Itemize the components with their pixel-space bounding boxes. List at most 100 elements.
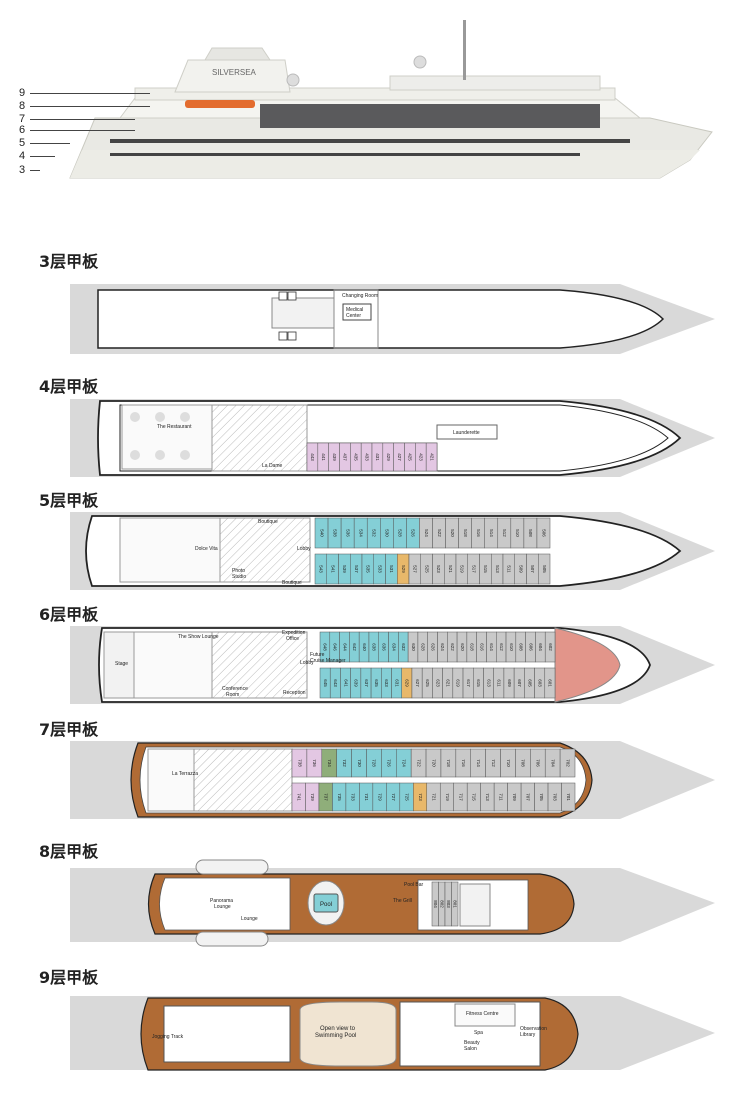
cabin-710[interactable]: 710 bbox=[500, 748, 516, 778]
cabin-433[interactable]: 433 bbox=[360, 442, 373, 472]
cabin-529[interactable]: 529 bbox=[397, 553, 410, 585]
cabin-724[interactable]: 724 bbox=[396, 748, 412, 778]
cabin-637[interactable]: 637 bbox=[360, 667, 372, 699]
cabin-709[interactable]: 709 bbox=[507, 782, 522, 812]
cabin-727[interactable]: 727 bbox=[386, 782, 401, 812]
cabin-509[interactable]: 509 bbox=[514, 553, 527, 585]
cabin-802[interactable]: 802 bbox=[438, 881, 446, 927]
cabin-601[interactable]: 601 bbox=[544, 667, 556, 699]
cabin-513[interactable]: 513 bbox=[491, 553, 504, 585]
cabin-538[interactable]: 538 bbox=[327, 517, 342, 549]
cabin-738[interactable]: 738 bbox=[291, 748, 308, 778]
cabin-520[interactable]: 520 bbox=[445, 517, 459, 549]
cabin-639[interactable]: 639 bbox=[350, 667, 362, 699]
cabin-507[interactable]: 507 bbox=[526, 553, 539, 585]
cabin-636[interactable]: 636 bbox=[378, 631, 389, 663]
cabin-729[interactable]: 729 bbox=[372, 782, 387, 812]
cabin-733[interactable]: 733 bbox=[345, 782, 360, 812]
cabin-635[interactable]: 635 bbox=[370, 667, 382, 699]
cabin-536[interactable]: 536 bbox=[340, 517, 355, 549]
cabin-706[interactable]: 706 bbox=[530, 748, 546, 778]
cabin-521[interactable]: 521 bbox=[444, 553, 457, 585]
cabin-508[interactable]: 508 bbox=[523, 517, 538, 549]
cabin-518[interactable]: 518 bbox=[458, 517, 472, 549]
cabin-530[interactable]: 530 bbox=[380, 517, 394, 549]
cabin-614[interactable]: 614 bbox=[486, 631, 497, 663]
cabin-643[interactable]: 643 bbox=[329, 667, 341, 699]
cabin-526[interactable]: 526 bbox=[406, 517, 420, 549]
cabin-803[interactable]: 803 bbox=[444, 881, 452, 927]
cabin-714[interactable]: 714 bbox=[470, 748, 486, 778]
cabin-613[interactable]: 613 bbox=[483, 667, 494, 699]
cabin-427[interactable]: 427 bbox=[393, 442, 405, 472]
cabin-732[interactable]: 732 bbox=[336, 748, 352, 778]
cabin-423[interactable]: 423 bbox=[415, 442, 427, 472]
cabin-610[interactable]: 610 bbox=[505, 631, 517, 663]
cabin-506[interactable]: 506 bbox=[536, 517, 551, 549]
cabin-731[interactable]: 731 bbox=[359, 782, 374, 812]
cabin-620[interactable]: 620 bbox=[456, 631, 468, 663]
cabin-439[interactable]: 439 bbox=[328, 442, 340, 472]
cabin-524[interactable]: 524 bbox=[419, 517, 433, 549]
cabin-604[interactable]: 604 bbox=[535, 631, 546, 663]
cabin-741[interactable]: 741 bbox=[291, 782, 306, 812]
cabin-602[interactable]: 602 bbox=[544, 631, 556, 663]
cabin-701[interactable]: 701 bbox=[561, 782, 576, 812]
cabin-612[interactable]: 612 bbox=[496, 631, 507, 663]
cabin-533[interactable]: 533 bbox=[373, 553, 386, 585]
cabin-629[interactable]: 629 bbox=[401, 667, 413, 699]
cabin-713[interactable]: 713 bbox=[480, 782, 495, 812]
cabin-705[interactable]: 705 bbox=[534, 782, 549, 812]
cabin-704[interactable]: 704 bbox=[544, 748, 561, 778]
cabin-626[interactable]: 626 bbox=[427, 631, 438, 663]
cabin-721[interactable]: 721 bbox=[426, 782, 441, 812]
cabin-540[interactable]: 540 bbox=[314, 517, 329, 549]
cabin-517[interactable]: 517 bbox=[467, 553, 480, 585]
cabin-719[interactable]: 719 bbox=[439, 782, 454, 812]
cabin-425[interactable]: 425 bbox=[404, 442, 416, 472]
cabin-736[interactable]: 736 bbox=[306, 748, 323, 778]
cabin-615[interactable]: 615 bbox=[473, 667, 484, 699]
cabin-728[interactable]: 728 bbox=[366, 748, 382, 778]
cabin-621[interactable]: 621 bbox=[442, 667, 454, 699]
cabin-523[interactable]: 523 bbox=[432, 553, 445, 585]
cabin-707[interactable]: 707 bbox=[520, 782, 535, 812]
cabin-429[interactable]: 429 bbox=[382, 442, 394, 472]
cabin-515[interactable]: 515 bbox=[479, 553, 492, 585]
cabin-737[interactable]: 737 bbox=[318, 782, 333, 812]
cabin-723[interactable]: 723 bbox=[413, 782, 428, 812]
cabin-512[interactable]: 512 bbox=[497, 517, 512, 549]
cabin-702[interactable]: 702 bbox=[559, 748, 576, 778]
cabin-716[interactable]: 716 bbox=[455, 748, 471, 778]
cabin-539[interactable]: 539 bbox=[338, 553, 351, 585]
cabin-718[interactable]: 718 bbox=[440, 748, 457, 778]
cabin-522[interactable]: 522 bbox=[432, 517, 446, 549]
cabin-641[interactable]: 641 bbox=[340, 667, 351, 699]
cabin-519[interactable]: 519 bbox=[455, 553, 468, 585]
cabin-605[interactable]: 605 bbox=[524, 667, 535, 699]
cabin-730[interactable]: 730 bbox=[351, 748, 367, 778]
cabin-623[interactable]: 623 bbox=[432, 667, 443, 699]
cabin-527[interactable]: 527 bbox=[408, 553, 421, 585]
cabin-606[interactable]: 606 bbox=[525, 631, 536, 663]
cabin-708[interactable]: 708 bbox=[515, 748, 531, 778]
cabin-531[interactable]: 531 bbox=[385, 553, 398, 585]
cabin-715[interactable]: 715 bbox=[466, 782, 481, 812]
cabin-611[interactable]: 611 bbox=[493, 667, 505, 699]
cabin-618[interactable]: 618 bbox=[466, 631, 477, 663]
cabin-435[interactable]: 435 bbox=[350, 442, 362, 472]
cabin-607[interactable]: 607 bbox=[513, 667, 525, 699]
cabin-525[interactable]: 525 bbox=[420, 553, 433, 585]
cabin-528[interactable]: 528 bbox=[393, 517, 407, 549]
cabin-638[interactable]: 638 bbox=[368, 631, 380, 663]
cabin-443[interactable]: 443 bbox=[306, 442, 319, 472]
cabin-739[interactable]: 739 bbox=[305, 782, 320, 812]
cabin-634[interactable]: 634 bbox=[388, 631, 399, 663]
cabin-640[interactable]: 640 bbox=[358, 631, 370, 663]
cabin-616[interactable]: 616 bbox=[476, 631, 487, 663]
cabin-537[interactable]: 537 bbox=[350, 553, 363, 585]
cabin-703[interactable]: 703 bbox=[547, 782, 562, 812]
cabin-642[interactable]: 642 bbox=[349, 631, 360, 663]
cabin-510[interactable]: 510 bbox=[510, 517, 525, 549]
cabin-514[interactable]: 514 bbox=[484, 517, 499, 549]
